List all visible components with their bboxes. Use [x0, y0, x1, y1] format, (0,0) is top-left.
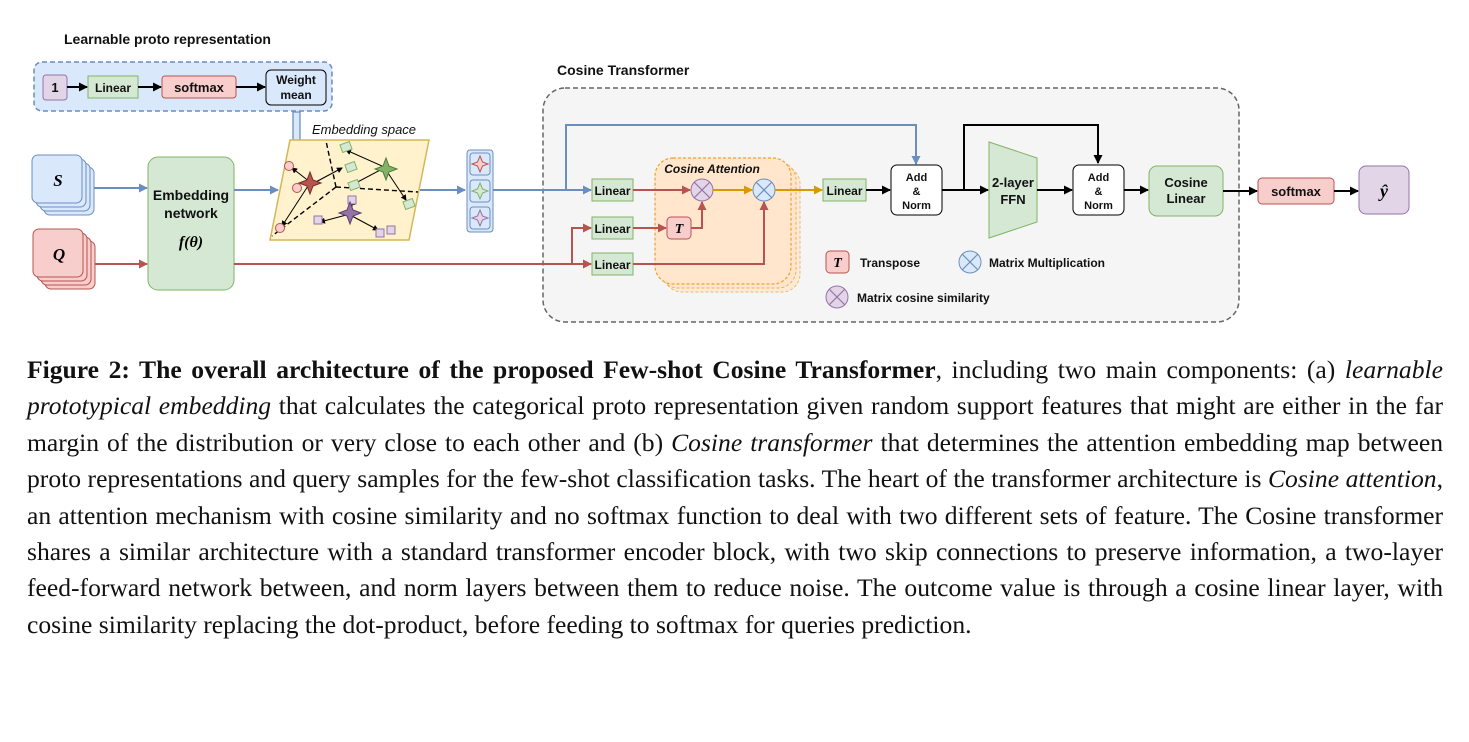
proto-red-marker — [470, 154, 490, 174]
cosine-linear-label-2: Linear — [1166, 191, 1205, 206]
proto-weight-label-2: mean — [280, 88, 311, 102]
legend-transpose-symbol: T — [833, 256, 843, 271]
embedding-space-area — [269, 139, 430, 241]
transpose-to-cos-arrow — [691, 201, 707, 229]
caption-italic-2: Cosine transformer — [671, 427, 873, 457]
softmax-label: softmax — [1271, 184, 1322, 199]
linear3-to-matmul-arrow — [633, 201, 769, 265]
embedding-space-label: Embedding space — [312, 122, 416, 137]
query-stack — [32, 228, 96, 290]
cosine-linear-label-1: Cosine — [1164, 175, 1207, 190]
embedding-network-label-1: Embedding — [153, 187, 229, 203]
amp-label-2: & — [1095, 186, 1103, 198]
linear-label-1: Linear — [594, 184, 630, 198]
add-label-2: Add — [1088, 172, 1109, 184]
norm-label-2: Norm — [1084, 200, 1113, 212]
embedding-network-box — [147, 156, 235, 291]
caption-italic-1: learnable prototypical embedding — [27, 355, 1443, 421]
query-label: Q — [53, 245, 65, 264]
caption-text-1: , including two main components: (a) — [935, 355, 1345, 384]
add-label-1: Add — [906, 172, 927, 184]
caption-text-3: that determines the attention embedding … — [27, 427, 1443, 494]
linear-label-2: Linear — [594, 222, 630, 236]
legend-transpose-icon — [825, 250, 850, 274]
legend-transpose-label: Transpose — [860, 256, 920, 270]
proto-purple-marker — [470, 208, 490, 228]
proto-linear-label: Linear — [95, 81, 131, 95]
figure-caption: Figure 2: The overall architecture of th… — [27, 352, 1443, 643]
query-branch-arrow — [571, 223, 592, 264]
proto-green-marker — [470, 181, 490, 201]
proto-weight-label-1: Weight — [276, 73, 316, 87]
norm-label-1: Norm — [902, 200, 931, 212]
cosine-transformer-title: Cosine Transformer — [557, 62, 690, 78]
ffn-label-2: FFN — [1000, 192, 1025, 207]
embedding-function-label: f(θ) — [179, 234, 203, 251]
support-label: S — [53, 171, 62, 190]
proto-title: Learnable proto representation — [64, 31, 271, 47]
proto-softmax-label: softmax — [174, 80, 225, 95]
architecture-diagram: Learnable proto representation 1 Linear … — [31, 31, 1410, 323]
output-box — [1358, 165, 1410, 215]
proto-weight-mean-box — [265, 69, 327, 106]
amp-label-1: & — [913, 186, 921, 198]
linear-label-3: Linear — [594, 258, 630, 272]
caption-text-2: that calculates the categorical proto re… — [27, 391, 1443, 457]
caption-lead: Figure 2: The overall architecture of th… — [27, 355, 936, 384]
caption-text-4: , an attention mechanism with cosine sim… — [27, 464, 1443, 639]
embedding-space-markers — [275, 140, 416, 238]
ffn-label-1: 2-layer — [992, 175, 1034, 190]
legend-matmul-label: Matrix Multiplication — [989, 256, 1105, 270]
legend-cos-label: Matrix cosine similarity — [857, 291, 990, 305]
skip-connection-2 — [963, 124, 1103, 190]
ffn-block — [988, 141, 1038, 239]
output-label: ŷ — [1378, 181, 1389, 201]
embedding-network-label-2: network — [164, 205, 218, 221]
cosine-attention-label: Cosine Attention — [664, 162, 760, 176]
proto-one-label: 1 — [51, 80, 58, 95]
caption-italic-3: Cosine attention — [1267, 464, 1437, 494]
linear-label-4: Linear — [826, 184, 862, 198]
support-stack — [31, 154, 95, 216]
transpose-symbol: T — [675, 222, 685, 237]
